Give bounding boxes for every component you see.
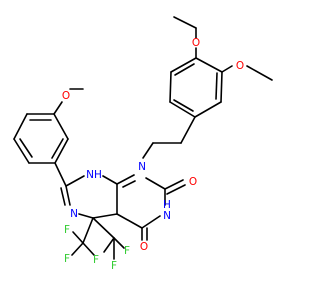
bond <box>92 213 118 219</box>
bonds <box>13 16 273 260</box>
bond <box>169 71 172 103</box>
bond <box>220 71 223 103</box>
bond <box>103 237 115 253</box>
bond <box>113 237 125 249</box>
bond <box>60 187 66 206</box>
bond <box>170 57 197 73</box>
bond <box>65 185 71 206</box>
bond <box>13 113 28 140</box>
atom-label-oxygen: O <box>236 60 244 72</box>
atom-label-oxygen: O <box>62 90 70 102</box>
bond <box>53 101 63 115</box>
atom-label-oxygen: O <box>189 176 197 188</box>
bond <box>173 16 197 29</box>
bond <box>221 65 233 73</box>
atom-label-hydrogen: H <box>163 199 171 211</box>
bond <box>141 215 161 229</box>
bond <box>102 175 118 185</box>
bond <box>195 57 223 73</box>
bond <box>71 242 84 256</box>
bond <box>145 177 166 190</box>
atom-labels: O O O N NH H N N H O O F F F F F F <box>62 37 244 272</box>
bond <box>166 184 186 195</box>
bond <box>13 138 30 164</box>
bond <box>180 116 196 144</box>
bond <box>82 217 94 244</box>
bond <box>92 217 115 239</box>
atom-label-fluorine: F <box>64 253 70 265</box>
bond <box>142 142 154 159</box>
bond <box>173 99 194 112</box>
bond <box>54 162 67 187</box>
atom-label-nitrogen: N <box>138 161 146 173</box>
bond <box>246 65 273 81</box>
molecule-structure-diagram: O O O N NH H N N H O O F F F F F F <box>0 0 300 300</box>
bond <box>169 101 196 118</box>
background <box>0 0 300 300</box>
bond <box>53 113 69 140</box>
bond <box>116 174 135 185</box>
bond <box>194 101 222 118</box>
bond <box>122 180 136 188</box>
atom-label-oxygen: O <box>140 241 148 253</box>
bond <box>72 231 84 244</box>
atom-label-nh: NH <box>86 169 102 181</box>
bond <box>65 175 85 187</box>
bond <box>78 213 94 219</box>
bond <box>54 138 69 164</box>
bond <box>164 179 184 190</box>
bond <box>215 72 218 100</box>
atom-label-fluorine: F <box>124 245 130 257</box>
bond <box>82 242 95 256</box>
atom-label-fluorine: F <box>93 254 99 266</box>
bond <box>51 138 64 159</box>
bond <box>19 138 33 158</box>
bond <box>174 63 195 76</box>
bond <box>116 213 143 229</box>
atom-label-nitrogen: N <box>163 210 171 222</box>
atom-label-oxygen: O <box>192 37 200 49</box>
atom-label-fluorine: F <box>64 224 70 236</box>
atom-label-nitrogen: N <box>70 208 78 220</box>
atom-label-fluorine: F <box>111 260 117 272</box>
